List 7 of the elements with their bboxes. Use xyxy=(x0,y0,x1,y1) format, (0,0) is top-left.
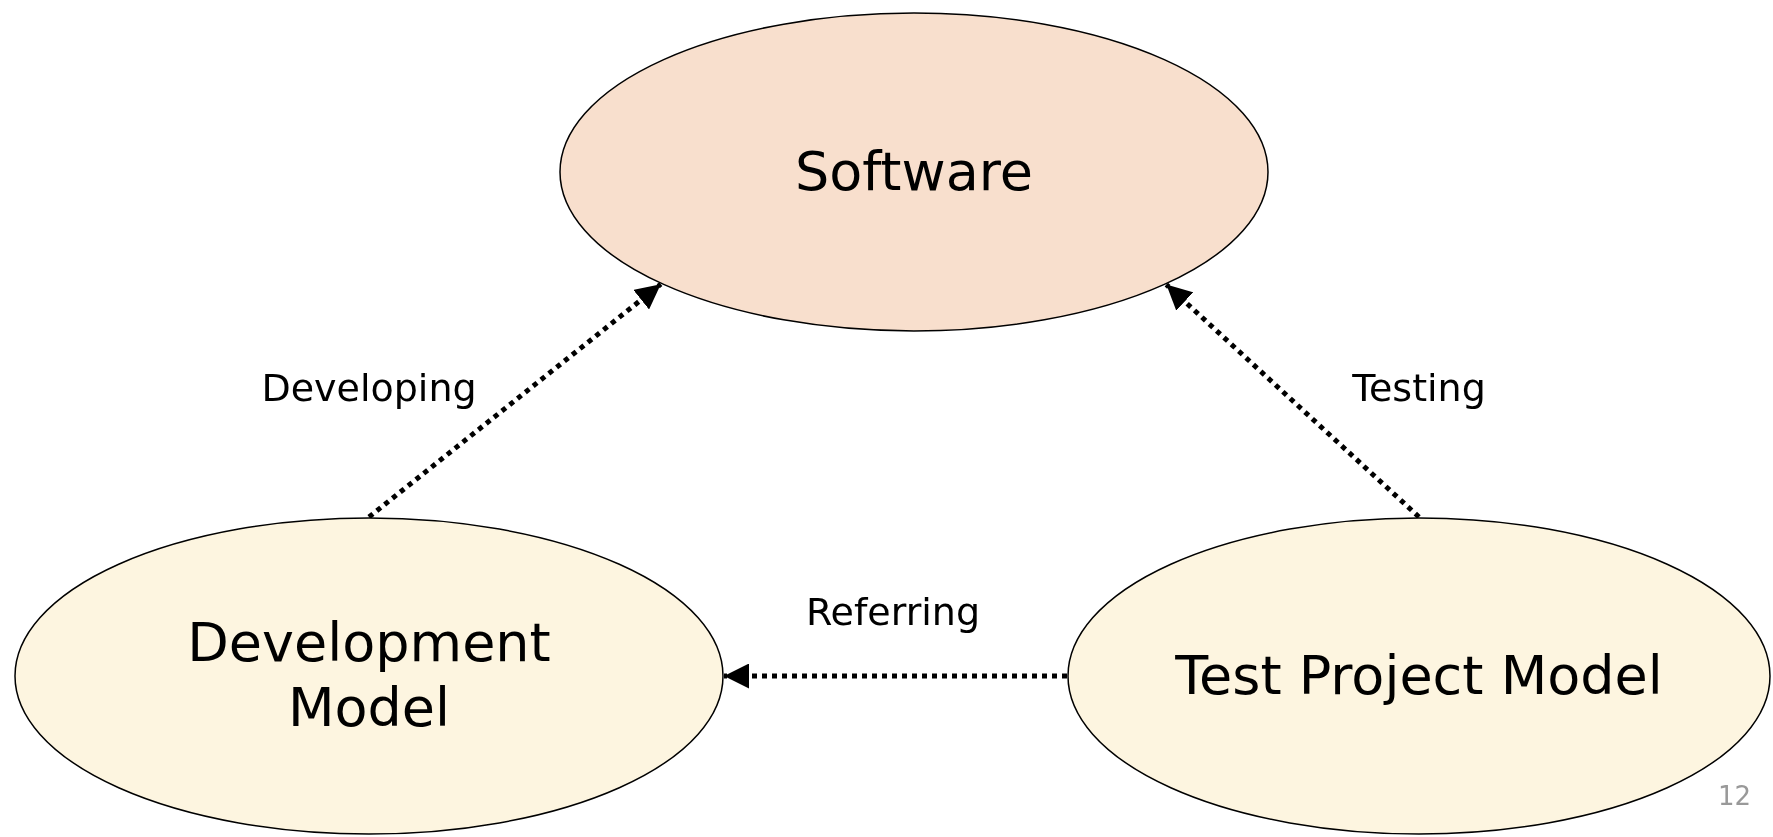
page-number: 12 xyxy=(1718,781,1752,811)
node-label: Test Project Model xyxy=(1175,643,1663,709)
node-label: Development Model xyxy=(186,611,552,741)
node-label: Software xyxy=(794,139,1033,205)
dotted-arrow xyxy=(1164,282,1421,519)
dotted-arrow xyxy=(724,663,1067,689)
dotted-arrow xyxy=(367,282,663,519)
